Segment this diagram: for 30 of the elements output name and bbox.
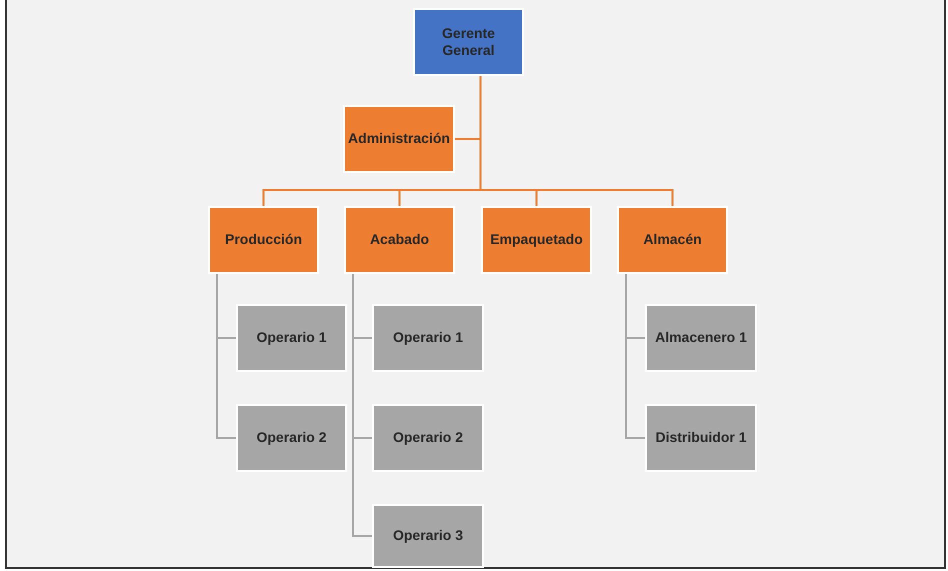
staff-box xyxy=(372,404,484,472)
connector-line xyxy=(216,274,236,439)
node-label: Operario 1 xyxy=(392,329,464,347)
department-box xyxy=(344,206,455,274)
staff-box xyxy=(236,304,347,372)
department-box xyxy=(481,206,592,274)
node-label: Producción xyxy=(224,231,302,249)
connector-line xyxy=(625,274,645,439)
connector-line xyxy=(480,76,674,206)
department-box xyxy=(208,206,319,274)
node-label: Operario 1 xyxy=(256,329,327,347)
staff-box xyxy=(372,504,484,568)
node-label: Acabado xyxy=(370,231,430,249)
staff-box xyxy=(645,404,757,472)
node-label: Operario 3 xyxy=(392,527,464,545)
node-label: Almacenero 1 xyxy=(655,329,747,347)
staff-box xyxy=(372,304,484,372)
top-position-box xyxy=(413,8,524,76)
node-label: Administración xyxy=(348,130,450,148)
node-label: Empaquetado xyxy=(490,231,583,249)
node-label: Almacén xyxy=(643,231,702,249)
department-box xyxy=(617,206,728,274)
connector-line xyxy=(352,274,372,537)
node-label: Operario 2 xyxy=(256,429,327,447)
node-label: Operario 2 xyxy=(392,429,464,447)
department-box xyxy=(343,105,455,173)
node-label: Gerente General xyxy=(441,24,496,60)
staff-box xyxy=(645,304,757,372)
node-label: Distribuidor 1 xyxy=(655,429,746,447)
staff-box xyxy=(236,404,347,472)
